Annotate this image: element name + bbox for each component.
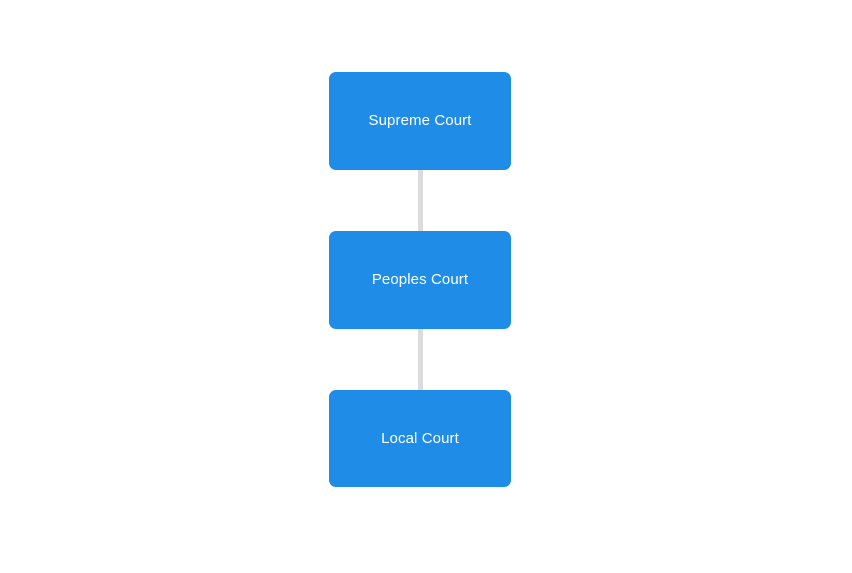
node-local-court-label: Local Court xyxy=(381,429,459,447)
node-supreme-court-label: Supreme Court xyxy=(368,112,472,129)
edge-supreme-court-to-peoples-court xyxy=(418,170,423,231)
node-peoples-court-label: Peoples Court xyxy=(371,271,469,288)
edge-peoples-court-to-local-court xyxy=(418,329,423,390)
node-local-court[interactable]: Local Court xyxy=(329,390,511,487)
node-supreme-court[interactable]: Supreme Court xyxy=(329,72,511,170)
node-peoples-court[interactable]: Peoples Court xyxy=(329,231,511,329)
